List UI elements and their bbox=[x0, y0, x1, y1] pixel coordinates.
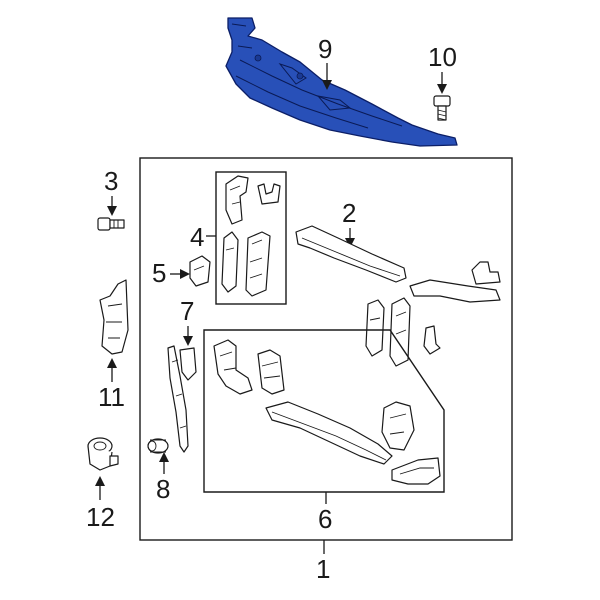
part-6-lower-assembly[interactable] bbox=[213, 339, 441, 485]
part-4-brackets[interactable] bbox=[221, 175, 281, 297]
callout-2: 2 bbox=[342, 198, 356, 228]
horn-mount bbox=[109, 455, 119, 467]
part-5-bracket[interactable] bbox=[189, 255, 211, 287]
callout-5: 5 bbox=[152, 258, 166, 288]
bracket-detail bbox=[229, 185, 241, 205]
splash-shield-hole bbox=[254, 54, 262, 62]
assembly-box-1 bbox=[139, 157, 513, 541]
lower-bracket-mid bbox=[257, 349, 285, 395]
deflector-body bbox=[99, 279, 129, 355]
lower-bracket-mid-detail bbox=[261, 361, 281, 379]
part-2-upper-tie-bar[interactable] bbox=[295, 225, 501, 367]
lower-bracket-right bbox=[391, 457, 441, 485]
part-10-bolt[interactable] bbox=[433, 95, 451, 121]
arrow-3 bbox=[107, 206, 117, 216]
support-rod-bracket bbox=[179, 347, 197, 381]
deflector-detail bbox=[106, 303, 123, 339]
bolt-shank bbox=[109, 219, 125, 229]
lower-bracket-detail bbox=[219, 351, 237, 371]
bracket-upper-right bbox=[257, 183, 281, 205]
part-7-support-rod[interactable] bbox=[167, 345, 197, 453]
grommet-edge bbox=[150, 439, 166, 453]
splash-shield-rib bbox=[235, 75, 369, 129]
callout-4: 4 bbox=[190, 222, 204, 252]
arrow-7 bbox=[183, 336, 193, 346]
arrow-12 bbox=[95, 476, 105, 486]
horn-ring bbox=[93, 441, 107, 451]
tie-bar-main bbox=[295, 225, 407, 283]
arrow-11 bbox=[107, 358, 117, 368]
support-left bbox=[365, 299, 385, 357]
arrow-8 bbox=[159, 452, 169, 462]
splash-shield-rib bbox=[278, 62, 307, 85]
lower-upright-detail bbox=[389, 413, 407, 435]
lower-tie-bar-detail bbox=[271, 411, 387, 461]
callout-10: 10 bbox=[428, 42, 457, 72]
bolt-head bbox=[433, 95, 451, 107]
splash-shield-rib bbox=[316, 95, 352, 111]
bracket-lower-right bbox=[245, 231, 271, 297]
lower-bracket-right-detail bbox=[399, 467, 434, 475]
splash-shield-hole bbox=[296, 72, 304, 80]
small-bracket-detail bbox=[193, 265, 205, 271]
callout-6: 6 bbox=[318, 504, 332, 534]
arrow-5 bbox=[180, 269, 190, 279]
arrow-10 bbox=[437, 84, 447, 94]
callout-3: 3 bbox=[104, 166, 118, 196]
support-detail bbox=[369, 311, 407, 335]
lower-bracket-left bbox=[213, 339, 253, 395]
bolt-shank bbox=[437, 105, 447, 121]
tie-bar-extension bbox=[409, 279, 501, 303]
callout-12: 12 bbox=[86, 502, 115, 532]
assembly-box-4 bbox=[215, 171, 287, 305]
lower-upright-right bbox=[381, 401, 415, 451]
support-right bbox=[423, 325, 441, 355]
callout-11: 11 bbox=[98, 382, 125, 412]
part-11-deflector[interactable] bbox=[99, 279, 129, 355]
callout-7: 7 bbox=[180, 296, 194, 326]
grommet-ring bbox=[147, 440, 157, 452]
splash-shield-rib bbox=[231, 23, 253, 49]
callout-8: 8 bbox=[156, 474, 170, 504]
bolt-thread bbox=[113, 220, 119, 228]
small-bracket bbox=[189, 255, 211, 287]
assembly-box-6 bbox=[203, 329, 445, 493]
callout-9: 9 bbox=[318, 34, 332, 64]
part-12-horn[interactable] bbox=[87, 437, 119, 471]
part-8-grommet[interactable] bbox=[147, 438, 169, 454]
splash-shield-rib bbox=[239, 59, 403, 127]
part-9-splash-shield[interactable] bbox=[225, 17, 458, 147]
support-rod-detail bbox=[171, 359, 187, 429]
part-3-bolt[interactable] bbox=[97, 217, 125, 231]
bracket-detail bbox=[225, 239, 263, 279]
bolt-thread bbox=[437, 109, 447, 121]
support-rod bbox=[167, 345, 189, 453]
callout-1: 1 bbox=[316, 554, 330, 584]
bracket-lower-left bbox=[221, 231, 239, 293]
splash-shield-body bbox=[225, 17, 458, 147]
tie-bar-detail bbox=[301, 237, 401, 277]
arrow-9 bbox=[322, 80, 332, 90]
bracket-upper-left bbox=[225, 175, 249, 225]
bolt-head bbox=[97, 217, 111, 231]
tie-bar-clip bbox=[471, 261, 501, 285]
